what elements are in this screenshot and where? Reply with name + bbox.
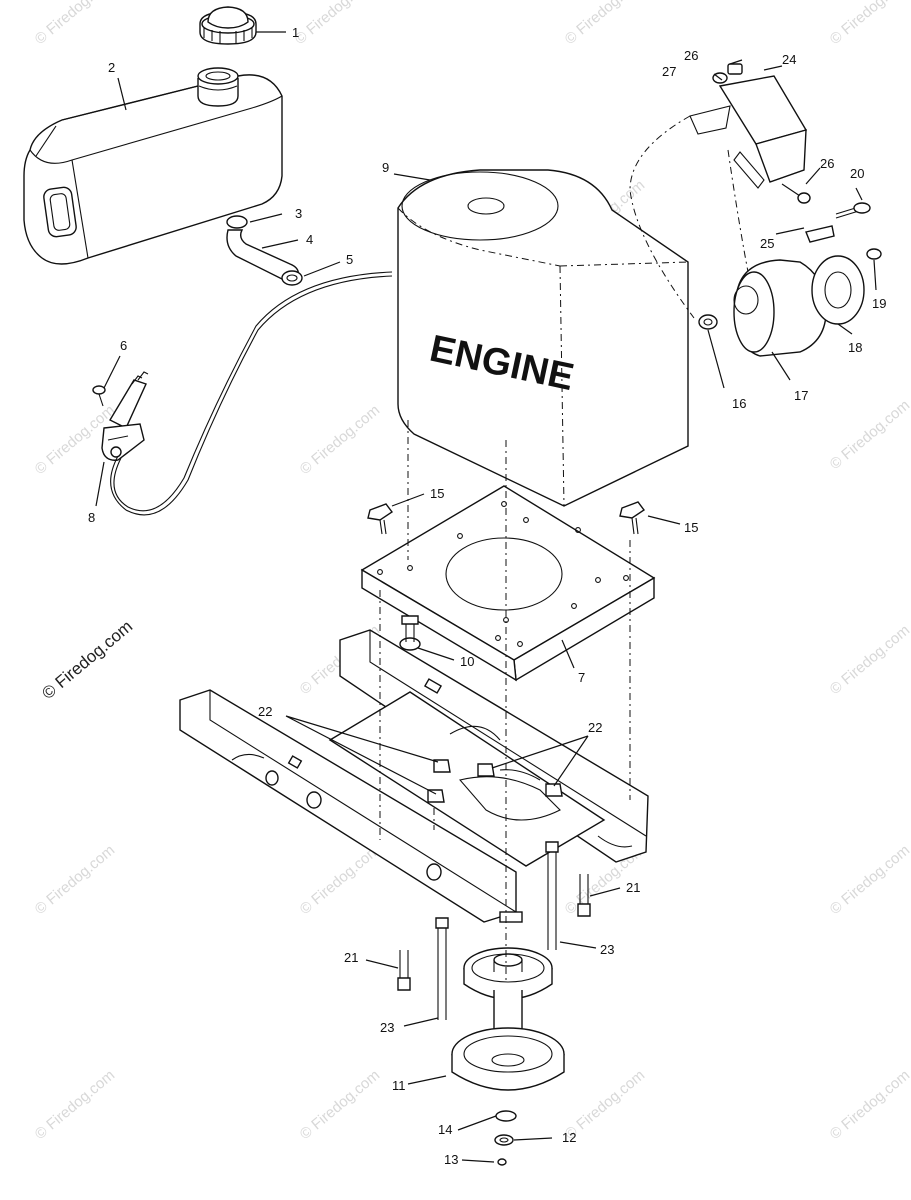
watermark-text: © Firedog.com	[32, 0, 118, 48]
callout-5: 5	[346, 252, 353, 267]
fuel-cap	[199, 6, 257, 45]
throttle-control	[92, 371, 149, 461]
callout-11: 11	[392, 1078, 406, 1093]
throttle-cable-inner	[113, 271, 393, 512]
callout-22: 22	[588, 720, 602, 735]
engine-block: ENGINE	[397, 169, 689, 507]
chassis-frame	[179, 629, 649, 923]
watermark-text: © Firedog.com	[562, 0, 648, 48]
bolts-hardware-top	[712, 63, 882, 260]
callout-19: 19	[872, 296, 886, 311]
watermark-text: © Firedog.com	[827, 397, 911, 473]
callout-27: 27	[662, 64, 676, 79]
throttle-cable	[110, 275, 393, 516]
watermark-text: © Firedog.com	[827, 842, 911, 918]
watermark-text: © Firedog.com	[827, 622, 911, 698]
callout-10: 10	[460, 654, 474, 669]
callout-26: 26	[820, 156, 834, 171]
watermark-text: © Firedog.com	[32, 842, 118, 918]
watermark-text: © Firedog.com	[32, 1067, 118, 1143]
callout-15: 15	[430, 486, 444, 501]
watermark-text: © Firedog.com	[297, 402, 383, 478]
callout-2: 2	[108, 60, 115, 75]
callout-8: 8	[88, 510, 95, 525]
watermark-text: © Firedog.com	[297, 1067, 383, 1143]
callout-7: 7	[578, 670, 585, 685]
fuel-line	[226, 215, 303, 286]
callout-23: 23	[380, 1020, 394, 1035]
callout-9: 9	[382, 160, 389, 175]
watermark-text: © Firedog.com	[297, 842, 383, 918]
bolts-hardware-frame	[367, 501, 646, 1020]
callout-18: 18	[848, 340, 862, 355]
callout-3: 3	[295, 206, 302, 221]
watermark-main: © Firedog.com	[38, 617, 136, 703]
plate-holes	[377, 501, 629, 647]
callout-17: 17	[794, 388, 808, 403]
callout-23: 23	[600, 942, 614, 957]
callout-12: 12	[562, 1130, 576, 1145]
callout-22: 22	[258, 704, 272, 719]
callout-1: 1	[292, 25, 299, 40]
watermark-text: © Firedog.com	[827, 0, 911, 48]
fuel-tank	[23, 67, 283, 265]
callout-4: 4	[306, 232, 313, 247]
callout-14: 14	[438, 1122, 452, 1137]
callout-26: 26	[684, 48, 698, 63]
muffler-dash-line	[629, 115, 695, 319]
callout-13: 13	[444, 1152, 458, 1167]
callout-20: 20	[850, 166, 864, 181]
heat-shield	[689, 75, 808, 189]
callout-15: 15	[684, 520, 698, 535]
watermark-text: © Firedog.com	[827, 1067, 911, 1143]
callout-24: 24	[782, 52, 796, 67]
callout-21: 21	[626, 880, 640, 895]
engine-mounting-plate	[360, 485, 656, 682]
alignment-lines	[379, 420, 631, 980]
muffler	[698, 255, 865, 357]
callout-6: 6	[120, 338, 127, 353]
leader-lines	[95, 31, 877, 1163]
watermark-text: © Firedog.com	[292, 0, 378, 48]
drive-pulley	[451, 947, 565, 1166]
callout-21: 21	[344, 950, 358, 965]
callout-25: 25	[760, 236, 774, 251]
callout-16: 16	[732, 396, 746, 411]
callouts: 1 2 3 4 5 6 7 8 9 10 11 12 13 14 15 15 1…	[88, 25, 886, 1167]
